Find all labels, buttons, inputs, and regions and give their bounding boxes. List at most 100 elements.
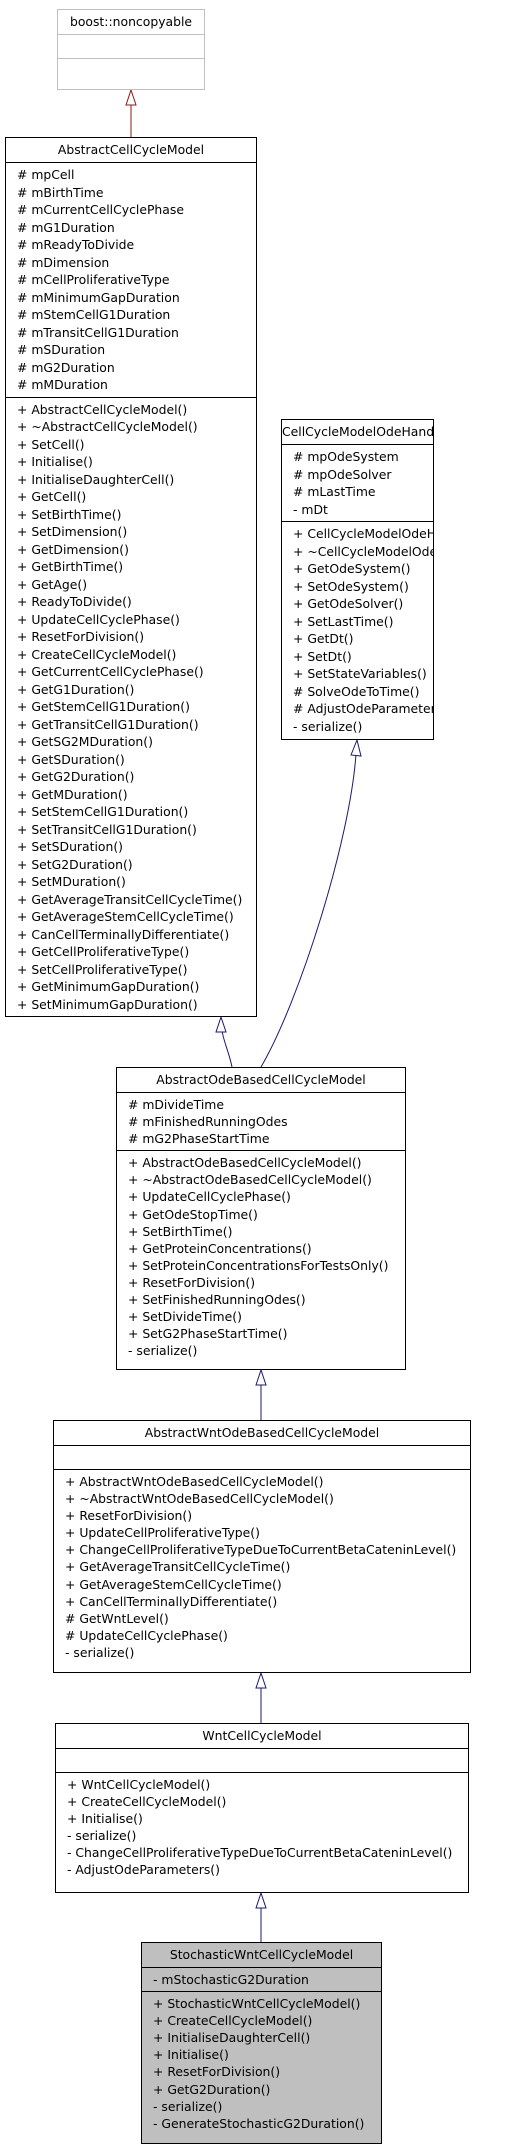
operation-item: + SetStemCellG1Duration() — [17, 804, 189, 819]
operation-item: + CreateCellCycleModel() — [153, 2013, 313, 2029]
attributes-section — [54, 1445, 470, 1469]
operation-item: + ResetForDivision() — [128, 1274, 256, 1290]
operation-item: + GetCellProliferativeType() — [17, 944, 190, 959]
operation-item: + UpdateCellCyclePhase() — [17, 611, 180, 627]
operation-item: + ResetForDivision() — [65, 1508, 193, 1524]
operation-item: + GetAverageTransitCellCycleTime() — [17, 891, 243, 907]
attributes-section — [56, 1748, 468, 1772]
operation-item: # AdjustOdeParameters() — [293, 701, 433, 716]
attribute-item: # mTransitCellG1Duration — [17, 324, 179, 340]
operation-item: + GetG1Duration() — [17, 681, 135, 697]
operation-item: + ResetForDivision() — [153, 2064, 281, 2080]
operation-item: + GetSDuration() — [17, 751, 125, 767]
operations-section: + WntCellCycleModel() + CreateCellCycleMo… — [56, 1772, 468, 1882]
operation-item: + StochasticWntCellCycleModel() — [153, 1996, 361, 2012]
operation-item: - AdjustOdeParameters() — [67, 1862, 220, 1878]
class-stochasticwntcellcyclemodel[interactable]: StochasticWntCellCycleModel - mStochasti… — [141, 1942, 382, 2144]
attribute-item: # mpCell — [17, 167, 75, 182]
operation-item: + GetAge() — [17, 576, 88, 592]
operation-item: + CreateCellCycleModel() — [67, 1794, 227, 1810]
operation-item: + UpdateCellProliferativeType() — [65, 1525, 260, 1541]
operation-item: + GetBirthTime() — [17, 559, 124, 574]
operations-section — [58, 58, 204, 82]
operation-item: + GetAverageStemCellCycleTime() — [17, 909, 234, 924]
operation-item: + SetMDuration() — [17, 874, 126, 889]
operations-section: + AbstractWntOdeBasedCellCycleModel()+ ~… — [54, 1469, 470, 1664]
attribute-item: # mCellProliferativeType — [17, 272, 170, 287]
class-name: AbstractCellCycleModel — [57, 142, 205, 157]
attribute-item: # mFinishedRunningOdes — [128, 1114, 288, 1130]
attributes-section: # mpCell# mBirthTime# mCurrentCellCycleP… — [6, 162, 256, 397]
operations-section: + AbstractOdeBasedCellCycleModel()+ ~Abs… — [117, 1150, 405, 1362]
operation-item: + GetDimension() — [17, 541, 129, 557]
class-abstractwntodebasedcellcyclemodel[interactable]: AbstractWntOdeBasedCellCycleModel + Abst… — [53, 1420, 471, 1673]
attribute-item: # mDivideTime — [128, 1097, 224, 1112]
operation-item: + SetDimension() — [17, 524, 128, 539]
operation-item: - serialize() — [293, 718, 363, 734]
class-name: boost::noncopyable — [69, 14, 193, 29]
operation-item: + CellCycleModelOdeHandler() — [293, 526, 433, 541]
attribute-item: # mStemCellG1Duration — [17, 307, 171, 322]
operation-item: + ~AbstractCellCycleModel() — [17, 419, 198, 434]
operation-item: + SetG2PhaseStartTime() — [128, 1326, 288, 1342]
attribute-item: # mDimension — [17, 254, 110, 270]
operation-item: + SetOdeSystem() — [293, 578, 409, 594]
operation-item: + SetStateVariables() — [293, 666, 427, 681]
operations-section: + CellCycleModelOdeHandler() + ~CellCycle… — [282, 521, 433, 738]
attribute-item: # mG2Duration — [17, 359, 115, 375]
class-abstractcellcyclemodel[interactable]: AbstractCellCycleModel # mpCell# mBirthT… — [5, 137, 257, 1017]
operation-item: + SetLastTime() — [293, 613, 394, 629]
operation-item: + SetDt() — [293, 648, 352, 664]
operation-item: - serialize() — [153, 2098, 223, 2114]
operation-item: + WntCellCycleModel() — [67, 1777, 211, 1792]
operation-item: + GetProteinConcentrations() — [128, 1240, 312, 1256]
operation-item: + Initialise() — [17, 454, 93, 469]
operation-item: + AbstractWntOdeBasedCellCycleModel() — [65, 1474, 324, 1489]
operation-item: + SetFinishedRunningOdes() — [128, 1292, 306, 1308]
attribute-item: # mMDuration — [17, 377, 108, 392]
operation-item: + GetMDuration() — [17, 786, 128, 802]
class-name: StochasticWntCellCycleModel — [169, 1947, 354, 1962]
class-name: WntCellCycleModel — [202, 1728, 322, 1743]
operation-item: + SetBirthTime() — [128, 1223, 233, 1239]
operation-item: + InitialiseDaughterCell() — [153, 2030, 311, 2046]
operation-item: + AbstractCellCycleModel() — [17, 401, 188, 417]
operations-section: + StochasticWntCellCycleModel()+ CreateC… — [142, 1991, 381, 2135]
operation-item: # UpdateCellCyclePhase() — [65, 1627, 228, 1643]
attributes-section: - mStochasticG2Duration — [142, 1967, 381, 1991]
arrowhead-abstractwnt — [255, 1671, 267, 1689]
operation-item: + Initialise() — [153, 2047, 229, 2063]
operation-item: + GetG2Duration() — [153, 2081, 271, 2097]
operation-item: + GetCurrentCellCyclePhase() — [17, 664, 204, 679]
class-name: CellCycleModelOdeHandler — [282, 424, 434, 439]
arrowhead-wnt — [255, 1891, 267, 1909]
attribute-item: # mReadyToDivide — [17, 237, 135, 252]
class-wntcellcyclemodel[interactable]: WntCellCycleModel + WntCellCycleModel()+… — [55, 1723, 469, 1893]
operation-item: + ~AbstractOdeBasedCellCycleModel() — [128, 1172, 372, 1188]
operation-item: + SetCellProliferativeType() — [17, 961, 188, 977]
operations-section: + AbstractCellCycleModel() + ~AbstractCel… — [6, 396, 256, 1016]
operation-item: + ChangeCellProliferativeTypeDueToCurren… — [65, 1542, 457, 1558]
operation-item: + UpdateCellCyclePhase() — [128, 1189, 291, 1205]
arrowhead-odehandler — [350, 738, 362, 757]
attribute-item: # mG1Duration — [17, 219, 115, 235]
attribute-item: # mpOdeSystem — [293, 449, 399, 464]
operation-item: + CreateCellCycleModel() — [17, 646, 177, 662]
attribute-item: # mLastTime — [293, 484, 376, 499]
class-abstractodebasedcellcyclemodel[interactable]: AbstractOdeBasedCellCycleModel # mDivide… — [116, 1067, 406, 1370]
operation-item: - serialize() — [128, 1343, 198, 1359]
edge-abstractodebased-to-abstractcellcyclemodel — [221, 1029, 233, 1068]
class-noncopyable[interactable]: boost::noncopyable — [57, 9, 205, 90]
operation-item: - serialize() — [65, 1644, 135, 1660]
operation-item: - serialize() — [17, 1013, 256, 1016]
operation-item: + GetMinimumGapDuration() — [17, 979, 200, 994]
operation-item: + SetSDuration() — [17, 839, 124, 854]
operation-item: + ~CellCycleModelOdeHandler() — [293, 543, 433, 559]
class-name: AbstractOdeBasedCellCycleModel — [156, 1072, 366, 1087]
arrowhead-abstractodebased — [255, 1368, 267, 1386]
operation-item: + Initialise() — [67, 1811, 143, 1827]
class-cellcyclemodelodehandler[interactable]: CellCycleModelOdeHandler # mpOdeSystem # … — [281, 419, 434, 740]
operation-item: # SolveOdeToTime() — [293, 683, 420, 699]
